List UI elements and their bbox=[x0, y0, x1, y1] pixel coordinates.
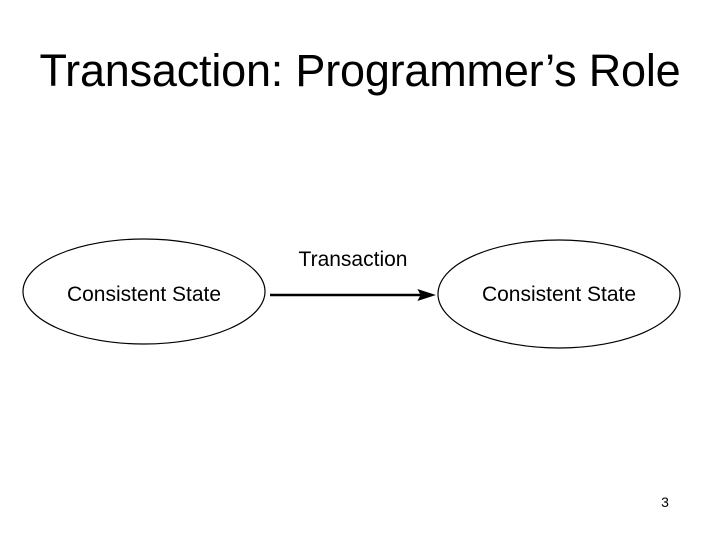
ellipse-right-label: Consistent State bbox=[481, 283, 637, 306]
transaction-arrow-head[interactable] bbox=[417, 288, 436, 302]
ellipse-right-consistent-state[interactable] bbox=[437, 239, 681, 349]
page-number: 3 bbox=[661, 494, 669, 510]
ellipse-left-label: Consistent State bbox=[66, 283, 222, 306]
transaction-arrow-label: Transaction bbox=[298, 248, 408, 271]
ellipse-left-consistent-state[interactable] bbox=[22, 238, 266, 345]
page-title: Transaction: Programmer’s Role bbox=[39, 45, 681, 96]
